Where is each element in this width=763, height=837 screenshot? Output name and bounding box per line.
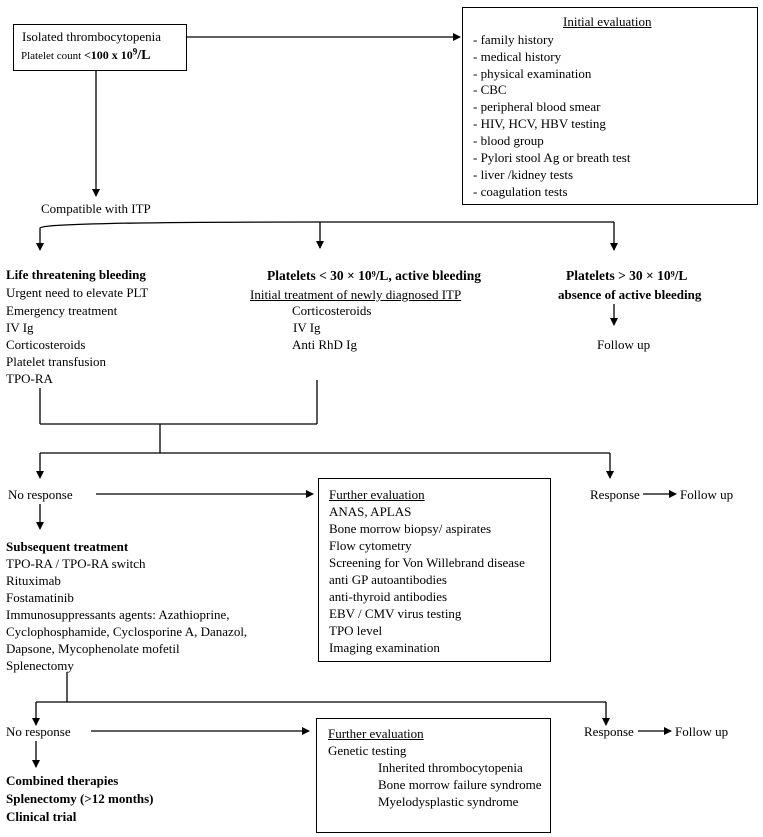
further-eval-item: anti-thyroid antibodies [329,589,448,604]
initial-eval-item: - Pylori stool Ag or breath test [473,150,631,165]
initial-eval-item: - HIV, HCV, HBV testing [473,116,606,131]
further-evaluation-box-2: Further evaluation Genetic testing Inher… [316,718,551,833]
life-threatening-title: Life threatening bleeding [6,267,146,282]
life-threatening-item: TPO-RA [6,371,53,386]
initial-eval-item: - blood group [473,133,544,148]
initial-eval-item: - liver /kidney tests [473,167,574,182]
initial-eval-item: - CBC [473,82,507,97]
subsequent-item: Rituximab [6,573,61,588]
subsequent-item: Splenectomy [6,658,74,673]
no-response-1: No response [8,487,73,502]
follow-up-1: Follow up [680,487,734,502]
final-item: Splenectomy (>12 months) [6,791,154,806]
further-eval-item: Bone morrow biopsy/ aspirates [329,521,492,536]
further-eval-item: TPO level [329,623,383,638]
subsequent-item: Immunosuppressants agents: Azathioprine, [6,607,230,622]
life-threatening-item: Platelet transfusion [6,354,107,369]
final-item: Combined therapies [6,773,119,788]
further-eval-item: EBV / CMV virus testing [329,606,462,621]
further-eval-item: Imaging examination [329,640,440,655]
further-eval-item: ANAS, APLAS [329,504,412,519]
subsequent-item: Fostamatinib [6,590,74,605]
further-eval-item: anti GP autoantibodies [329,572,447,587]
initial-eval-item: - family history [473,32,554,47]
genetic-item: Bone morrow failure syndrome [378,777,542,792]
right-follow-up: Follow up [597,337,651,352]
initial-eval-item: - coagulation tests [473,184,568,199]
initial-treatment-subtitle: Initial treatment of newly diagnosed ITP [250,287,462,302]
further-evaluation-box-1: Further evaluation ANAS, APLAS Bone morr… [318,478,551,662]
subsequent-item: Cyclophosphamide, Cyclosporine A, Danazo… [6,624,248,639]
absence-bleeding-title-line1: Platelets > 30 × 10⁹/L [566,268,688,283]
response-2: Response [584,724,634,739]
life-threatening-item: Emergency treatment [6,303,118,318]
start-line1: Isolated thrombocytopenia [22,29,161,44]
compatible-label: Compatible with ITP [41,201,151,216]
subsequent-treatment-title: Subsequent treatment [6,539,129,554]
initial-evaluation-title: Initial evaluation [563,14,652,29]
further-evaluation-title-1: Further evaluation [329,487,425,502]
follow-up-2: Follow up [675,724,729,739]
initial-treatment-item: Anti RhD Ig [292,337,357,352]
initial-eval-item: - physical examination [473,66,592,81]
life-threatening-item: Corticosteroids [6,337,86,352]
active-bleeding-title: Platelets < 30 × 10⁹/L, active bleeding [267,268,482,283]
final-item: Clinical trial [6,809,77,824]
initial-treatment-item: Corticosteroids [292,303,372,318]
further-eval-item: Screening for Von Willebrand disease [329,555,525,570]
split-line [39,221,614,229]
initial-evaluation-box: Initial evaluation - family history - me… [462,7,758,205]
further-evaluation-title-2: Further evaluation [328,726,424,741]
initial-treatment-item: IV Ig [293,320,321,335]
start-line2-unit: /L [137,48,151,63]
initial-eval-item: - medical history [473,49,562,64]
start-box: Isolated thrombocytopenia Platelet count… [13,24,187,71]
start-line2-value: <100 x 10 [83,48,133,62]
genetic-item: Inherited thrombocytopenia [378,760,523,775]
life-threatening-item: Urgent need to elevate PLT [6,285,149,300]
start-line2: Platelet count <100 x 109/L [21,47,151,65]
initial-eval-item: - peripheral blood smear [473,99,601,114]
further-eval-item: Flow cytometry [329,538,412,553]
subsequent-item: TPO-RA / TPO-RA switch [6,556,146,571]
genetic-testing: Genetic testing [328,743,407,758]
start-line2-exp: 9 [132,46,138,57]
no-response-2: No response [6,724,71,739]
genetic-item: Myelodysplastic syndrome [378,794,519,809]
subsequent-item: Dapsone, Mycophenolate mofetil [6,641,180,656]
life-threatening-item: IV Ig [6,320,34,335]
absence-bleeding-title-line2: absence of active bleeding [558,287,702,302]
response-1: Response [590,487,640,502]
start-line2-prefix: Platelet count [21,50,84,62]
